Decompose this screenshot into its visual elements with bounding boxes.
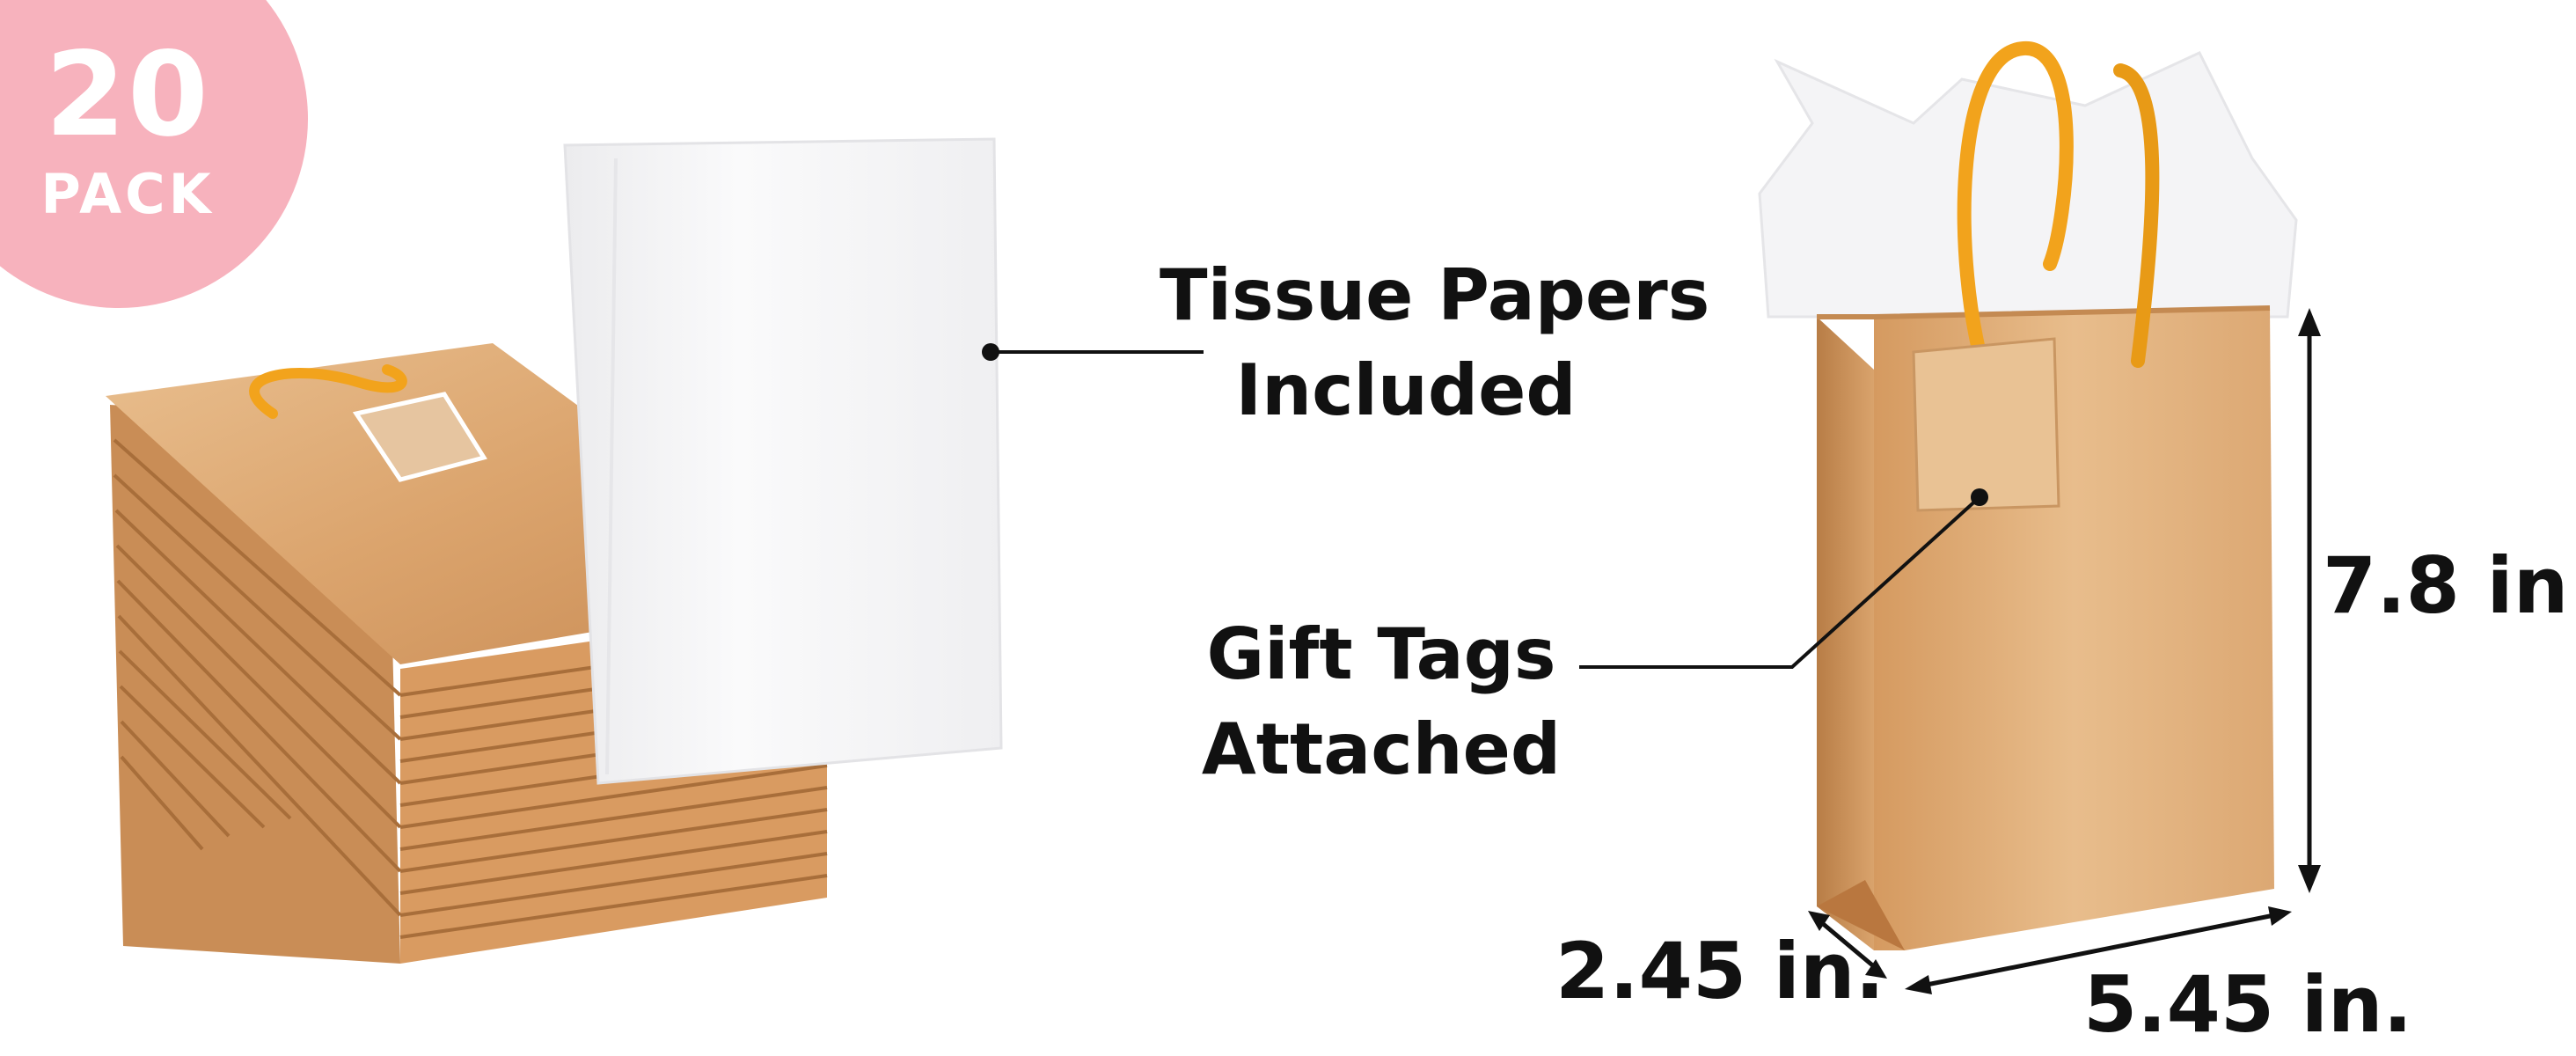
bag-gift-tag: [1912, 337, 2060, 512]
bag-handle: [1957, 41, 2074, 377]
tissue-callout-line1: Tissue Papers: [1160, 254, 1710, 336]
pack-count-label: PACK: [40, 162, 215, 226]
bag-handle-back: [2113, 63, 2160, 368]
tag-callout-line2: Attached: [1201, 708, 1562, 790]
height-dimension-arrow: [2298, 308, 2321, 893]
depth-dimension-arrow: [1808, 911, 1887, 979]
tissue-callout-line2: Included: [1235, 349, 1577, 431]
bag-tissue-top: [1758, 51, 2298, 319]
tissue-paper-sheet: [563, 137, 1003, 785]
width-dimension-label: 5.45 in.: [2083, 959, 2412, 1050]
tag-callout-text: Gift Tags Attached: [1197, 607, 1566, 797]
tissue-callout-text: Tissue Papers Included: [1160, 248, 1710, 438]
pack-count-number: 20: [45, 27, 210, 163]
tag-callout-line1: Gift Tags: [1206, 613, 1556, 695]
top-bag-gift-tag: [352, 392, 487, 482]
standing-gift-bag: [1758, 41, 2298, 950]
depth-dimension-label: 2.45 in.: [1555, 926, 1884, 1016]
top-bag-handle: [249, 364, 407, 419]
tag-callout-line: [1579, 495, 1981, 669]
height-dimension-label: 7.8 in.: [2323, 540, 2576, 631]
width-dimension-arrow: [1905, 906, 2292, 994]
